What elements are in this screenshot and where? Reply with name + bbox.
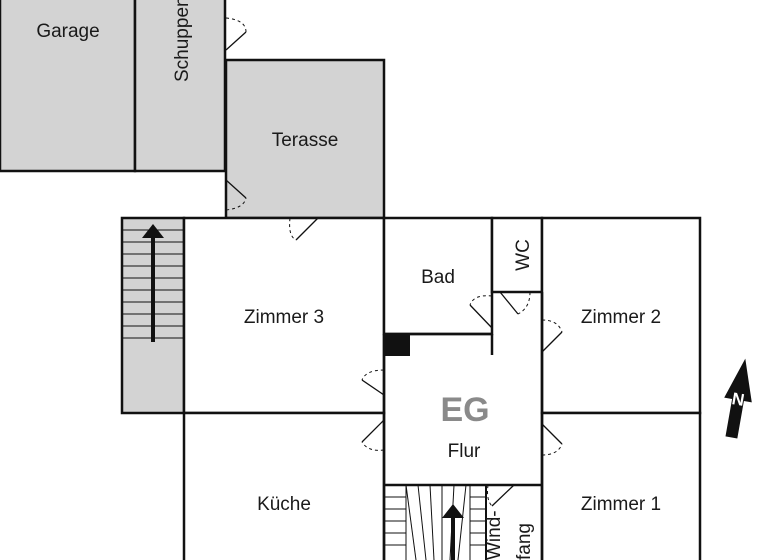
door-schuppen (225, 17, 247, 51)
zimmer1-label: Zimmer 1 (581, 494, 661, 515)
bad-room (382, 216, 494, 336)
door-zimmer1 (541, 423, 563, 456)
windfang-label-line1: Wind- (484, 510, 505, 560)
north-arrow-icon: N (724, 358, 752, 439)
kueche-label: Küche (257, 494, 311, 515)
wc-room (490, 216, 544, 294)
zimmer2-label: Zimmer 2 (581, 307, 661, 328)
zimmer1-room (540, 411, 702, 560)
door-zimmer3-top (289, 217, 319, 241)
bad-label: Bad (421, 267, 455, 288)
inner-staircase (384, 484, 487, 560)
floor-label: EG (440, 391, 489, 429)
door-zimmer2 (541, 319, 563, 353)
door-bad (469, 295, 493, 329)
zimmer2-room (540, 216, 702, 415)
wc-label: WC (513, 239, 534, 271)
zimmer3-room (182, 216, 386, 415)
chimney-block (384, 334, 410, 356)
terasse-room (224, 58, 386, 220)
door-terasse (225, 179, 247, 211)
schuppen-room (133, 0, 227, 173)
terasse-label: Terasse (272, 130, 339, 151)
schuppen-label: Schuppen (172, 0, 193, 82)
garage-label: Garage (36, 21, 99, 42)
door-wc (499, 291, 531, 315)
flur-walls (382, 292, 544, 560)
outer-stair-arrow (142, 224, 164, 342)
flur-label: Flur (448, 441, 481, 462)
door-windfang (487, 484, 515, 507)
north-label: N (730, 389, 745, 410)
inner-stair-arrow (442, 504, 464, 560)
door-kueche (361, 419, 385, 451)
door-zimmer3-side (361, 369, 385, 396)
zimmer3-label: Zimmer 3 (244, 307, 324, 328)
kueche-room (182, 411, 386, 560)
windfang-label-line2: fang (514, 523, 535, 560)
